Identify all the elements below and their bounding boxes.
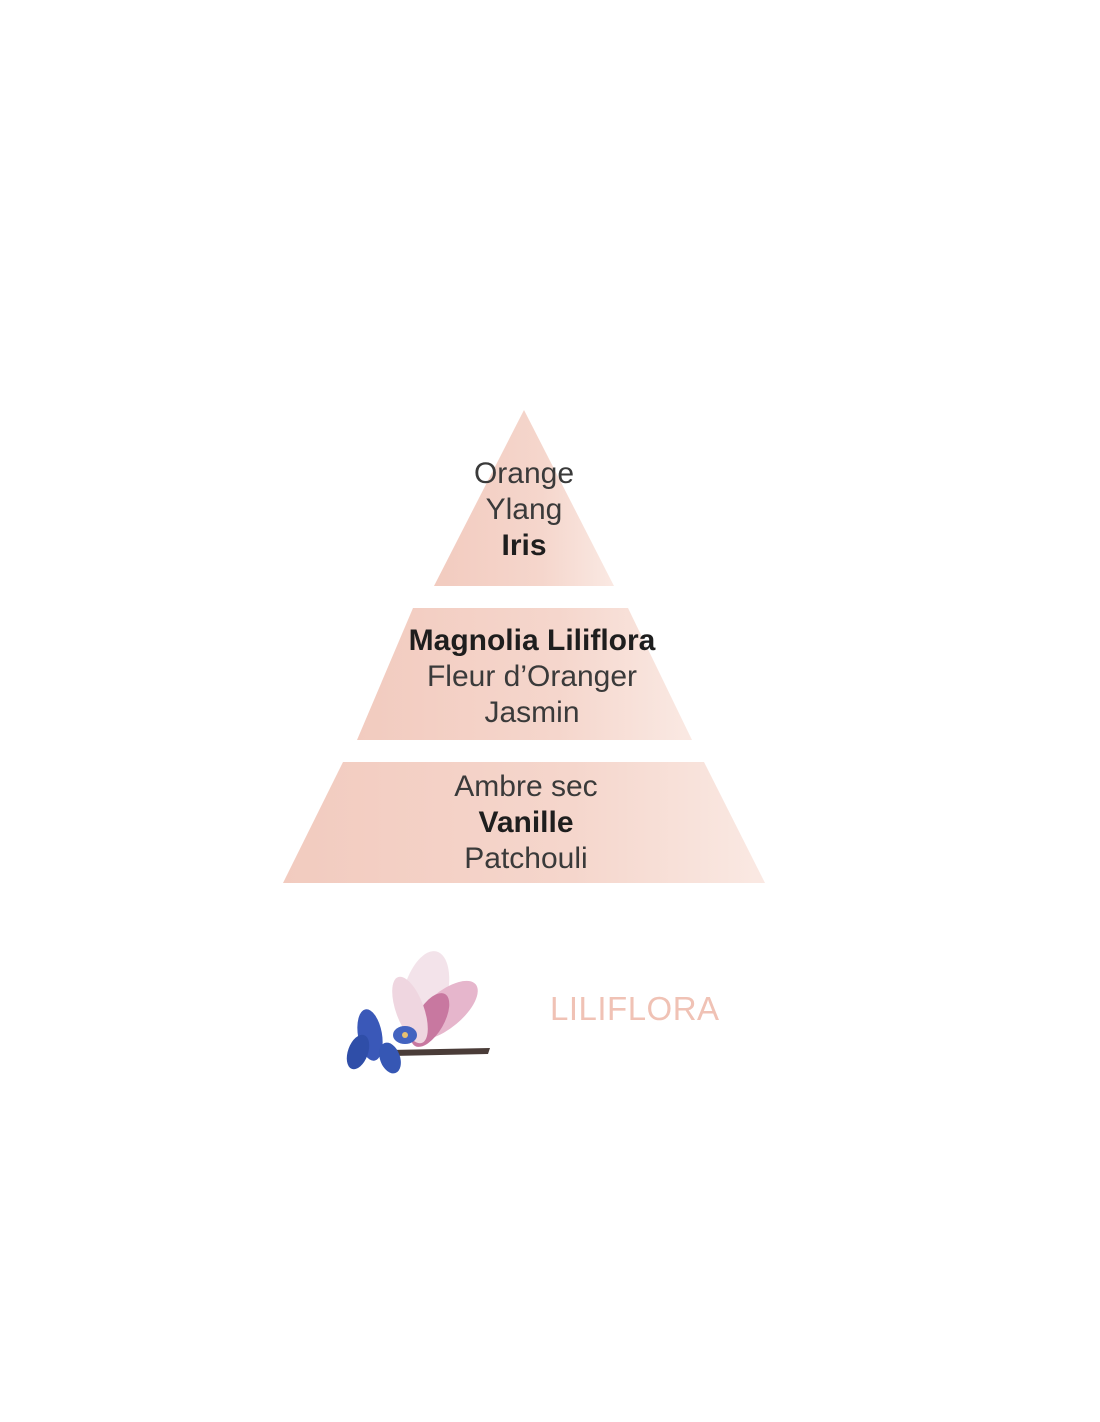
base-note: Ambre sec (454, 770, 598, 803)
heart-notes: Magnolia Liliflora Fleur d’Oranger Jasmi… (332, 623, 732, 731)
base-note-highlight: Vanille (478, 806, 574, 839)
pyramid-base-tier (283, 762, 765, 883)
flower-illustration (346, 951, 490, 1074)
fragrance-name: LILIFLORA (550, 990, 720, 1027)
heart-note-highlight: Magnolia Liliflora (408, 624, 656, 657)
pyramid-heart-tier (357, 608, 692, 740)
pyramid-top-tier (434, 410, 614, 586)
top-notes: Orange Ylang Iris (324, 456, 724, 564)
base-notes: Ambre sec Vanille Patchouli (326, 769, 726, 877)
heart-note: Fleur d’Oranger (426, 660, 638, 693)
top-note-highlight: Iris (501, 529, 547, 562)
top-note: Ylang (485, 493, 563, 526)
base-note: Patchouli (464, 842, 588, 875)
top-note: Orange (473, 457, 575, 490)
heart-note: Jasmin (484, 696, 580, 729)
